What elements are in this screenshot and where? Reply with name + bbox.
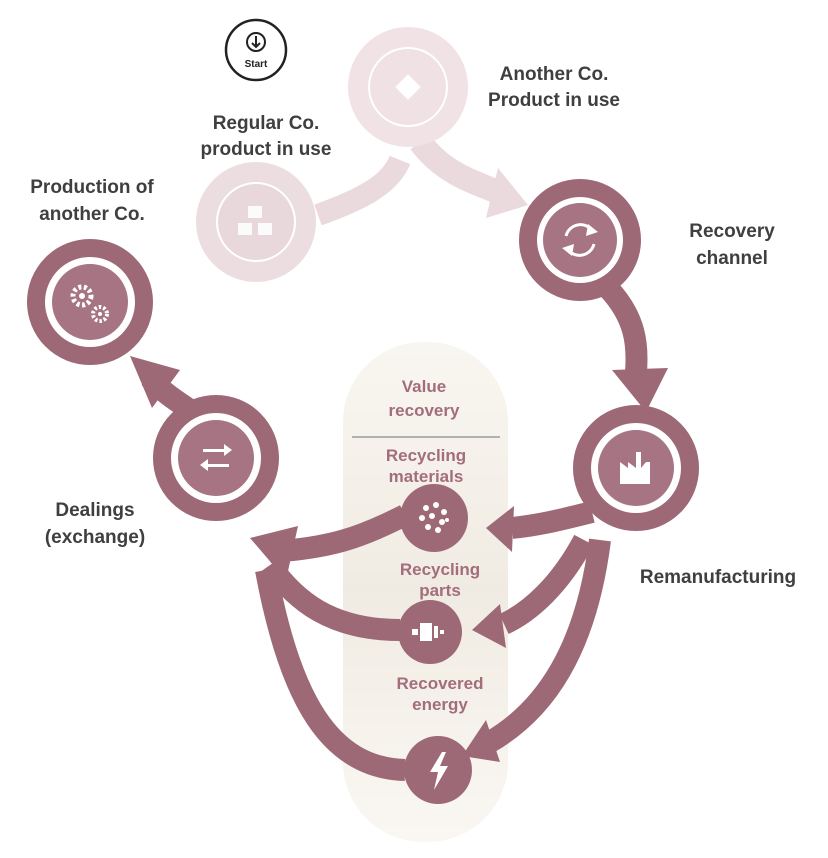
production-another-node: [27, 239, 153, 365]
recycling-parts-node: [398, 600, 462, 664]
lightning-icon: [430, 752, 448, 790]
remanufacturing-label: Remanufacturing: [640, 567, 796, 588]
recycling-materials-label-line2: materials: [389, 467, 464, 486]
production-another-label-line1: Production of: [30, 177, 154, 198]
another-product-node: [348, 27, 468, 147]
particles-icon: [419, 502, 449, 533]
connector-regular-to-another: [314, 155, 411, 226]
recovery-channel-label-line2: channel: [696, 248, 768, 269]
regular-product-label-line2: product in use: [201, 139, 332, 160]
production-another-label-line2: another Co.: [39, 204, 145, 225]
diamond-icon: [395, 74, 421, 100]
dealings-node: [153, 395, 279, 521]
another-product-label-line2: Product in use: [488, 90, 620, 111]
regular-product-label-line1: Regular Co.: [213, 113, 320, 134]
recovery-channel-node: [519, 179, 641, 301]
start-label: Start: [245, 59, 268, 70]
down-arrow-icon: [246, 32, 266, 52]
remanufacturing-node: [573, 405, 699, 531]
swap-arrows-icon: [200, 444, 232, 471]
connector-another-to-recovery: [410, 134, 528, 218]
recycling-materials-label-line1: Recycling: [386, 446, 466, 465]
connector-recovery-to-reman: [599, 280, 668, 412]
boxes-icon: [238, 206, 272, 235]
recovered-energy-label-line2: energy: [412, 695, 468, 714]
dealings-label-line2: (exchange): [45, 527, 145, 548]
dealings-arrowhead: [250, 526, 298, 580]
gears-icon: [70, 284, 109, 323]
value-recovery-title-line1: Value: [402, 377, 446, 396]
recovered-energy-label-line1: Recovered: [397, 674, 484, 693]
part-icon: [412, 623, 444, 641]
recycling-parts-label-line1: Recycling: [400, 560, 480, 579]
recovered-energy-node: [404, 736, 472, 804]
recycling-parts-label-line2: parts: [419, 581, 461, 600]
dealings-label-line1: Dealings: [55, 500, 134, 521]
connector-dealings-to-production: [130, 356, 197, 420]
value-recovery-panel: [343, 342, 508, 842]
value-recovery-title-line2: recovery: [389, 401, 460, 420]
start-marker: Start: [224, 18, 288, 82]
recovery-channel-label-line1: Recovery: [689, 221, 775, 242]
another-product-label-line1: Another Co.: [500, 64, 609, 85]
factory-icon: [620, 452, 650, 484]
flows-to-value-recovery: [484, 501, 611, 752]
recycling-materials-node: [400, 484, 468, 552]
value-recovery-arrowheads: [462, 506, 514, 762]
regular-product-node: [196, 162, 316, 282]
